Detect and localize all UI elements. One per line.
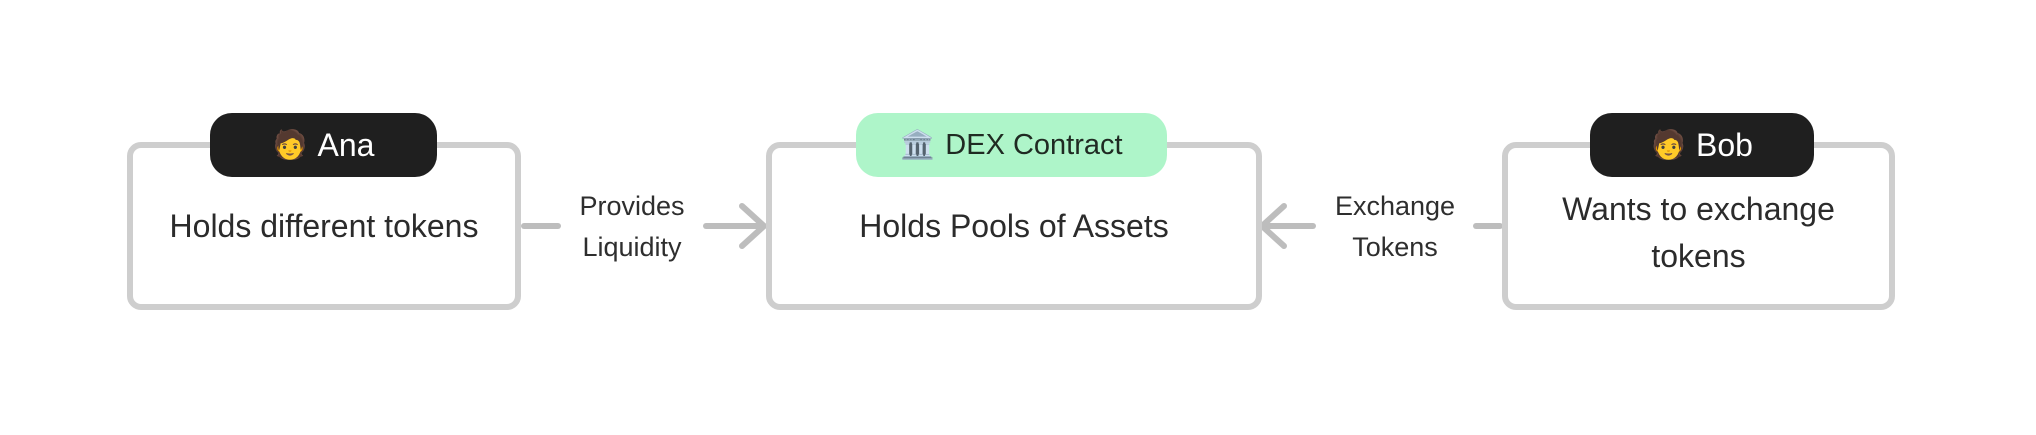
edge-label-provides-liquidity: Provides Liquidity — [566, 186, 698, 268]
node-ana-text: Holds different tokens — [169, 207, 479, 244]
badge-ana: 🧑 Ana — [210, 113, 437, 177]
node-dex-text: Holds Pools of Assets — [859, 207, 1169, 244]
edge-label-line2: Liquidity — [582, 232, 682, 262]
person-icon: 🧑 — [272, 129, 308, 160]
edge-label-exchange-tokens: Exchange Tokens — [1320, 186, 1470, 268]
node-bob-text-line2: tokens — [1651, 238, 1746, 274]
arrowhead-left-icon — [1259, 203, 1287, 249]
edge-label-line1: Provides — [579, 191, 685, 221]
arrowhead-right-icon — [739, 203, 767, 249]
badge-dex-label: DEX Contract — [945, 128, 1123, 161]
edge-label-line2: Tokens — [1352, 232, 1438, 262]
node-bob-text-line1: Wants to exchange — [1562, 191, 1835, 227]
badge-bob-label: Bob — [1695, 126, 1753, 163]
classical-building-icon: 🏛️ — [900, 129, 936, 160]
badge-ana-label: Ana — [317, 126, 375, 163]
badge-dex-contract: 🏛️ DEX Contract — [856, 113, 1167, 177]
node-ana[interactable]: Holds different tokens — [127, 142, 521, 310]
person-icon: 🧑 — [1651, 129, 1686, 160]
badge-bob: 🧑 Bob — [1590, 113, 1814, 177]
edge-label-line1: Exchange — [1334, 191, 1456, 221]
